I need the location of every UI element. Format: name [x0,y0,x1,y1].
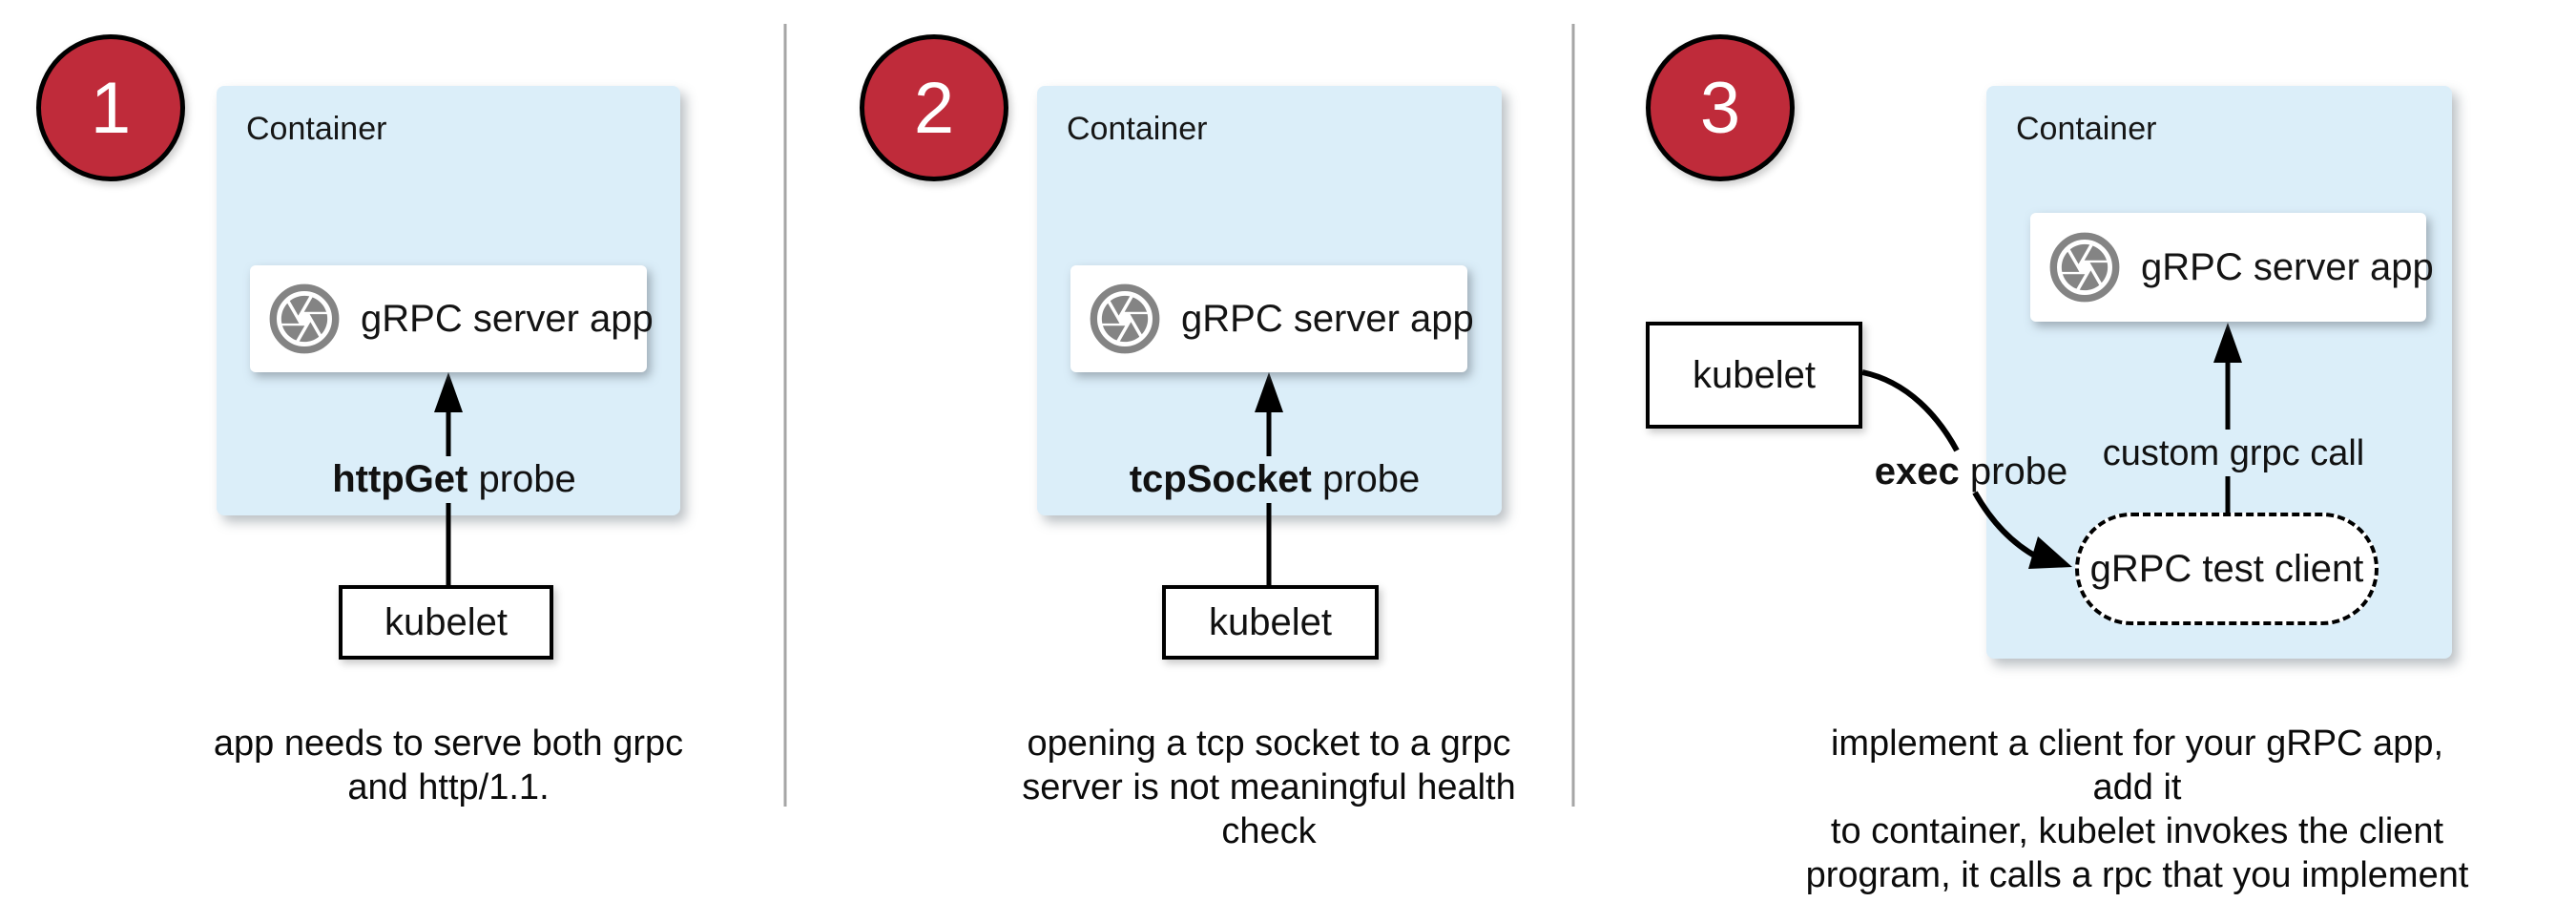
custom-grpc-call-label: custom grpc call [2089,431,2378,476]
grpc-server-app-label: gRPC server app [361,297,654,340]
kubelet-box-2: kubelet [1162,585,1379,660]
kubelet-box-3: kubelet [1646,322,1862,429]
tcpsocket-probe-label: tcpSocket probe [1111,456,1438,503]
container-label: Container [1067,111,1208,147]
httpget-probe-label: httpGet probe [305,456,603,503]
grpc-test-client-stadium: gRPC test client [2075,513,2379,625]
grpc-server-app-box-2: gRPC server app [1070,265,1474,372]
caption-2: opening a tcp socket to a grpc server is… [1022,724,1516,851]
step-badge-1: 1 [36,34,185,181]
container-label: Container [246,111,387,147]
step-badge-3: 3 [1646,34,1795,181]
grpc-server-app-box-3: gRPC server app [2030,213,2434,322]
camera-aperture-icon [2049,232,2120,303]
camera-aperture-icon [1090,283,1160,354]
grpc-server-app-label: gRPC server app [2141,245,2434,288]
container-label: Container [2016,111,2157,147]
kubelet-box-1: kubelet [339,585,553,660]
step-badge-2: 2 [860,34,1008,181]
exec-probe-label: exec probe [1874,451,2068,493]
camera-aperture-icon [269,283,340,354]
caption-3: implement a client for your gRPC app, ad… [1805,724,2469,895]
grpc-server-app-label: gRPC server app [1181,297,1474,340]
grpc-server-app-box-1: gRPC server app [250,265,654,372]
caption-1: app needs to serve both grpc and http/1.… [213,724,684,808]
